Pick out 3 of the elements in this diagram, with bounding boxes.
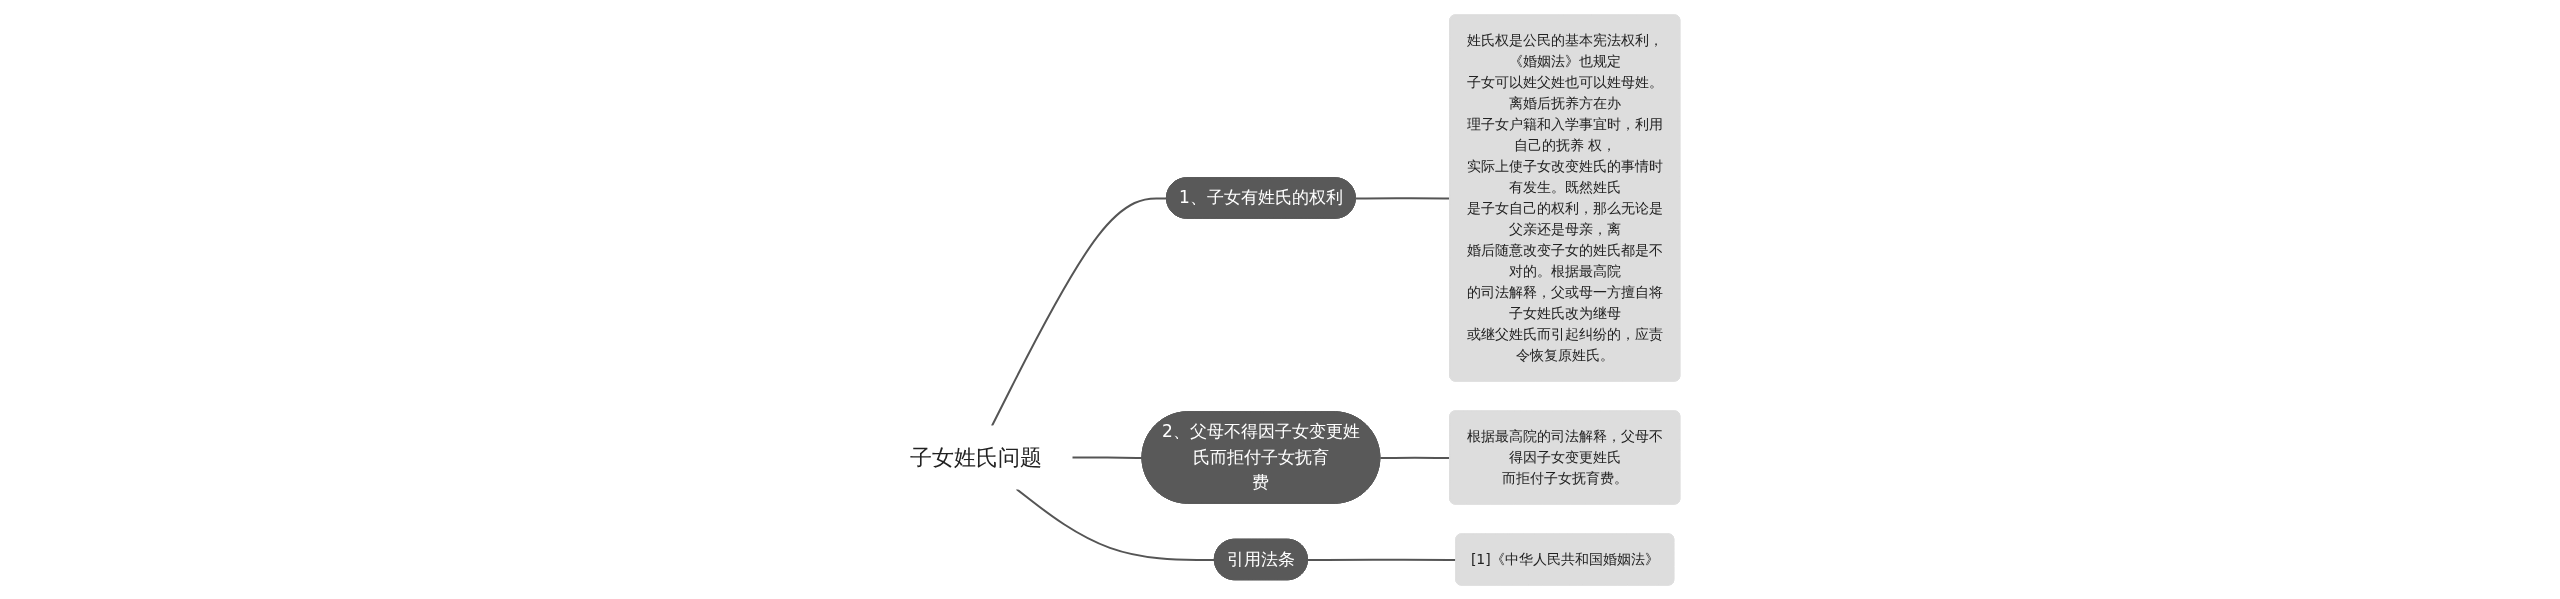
- node-text: 子女姓氏问题: [910, 444, 1043, 470]
- connector: [1071, 456, 1144, 459]
- connector: [1015, 487, 1216, 561]
